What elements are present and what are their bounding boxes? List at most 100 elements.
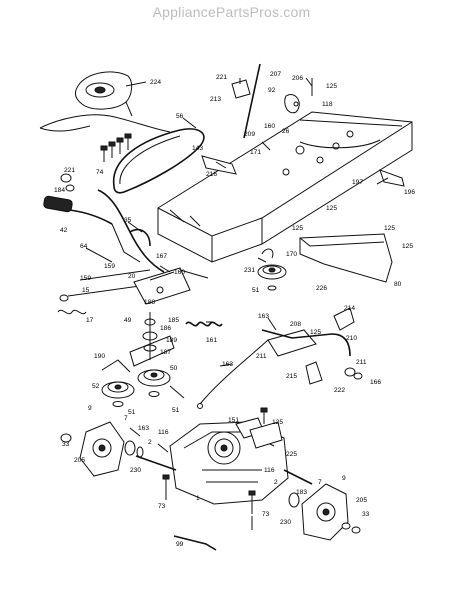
callout-125-f: 125 <box>310 329 321 336</box>
callout-125-b: 125 <box>326 205 337 212</box>
callout-125-e: 125 <box>402 243 413 250</box>
callout-187: 187 <box>160 349 171 356</box>
callout-17: 17 <box>86 317 94 324</box>
callout-163: 163 <box>258 313 269 320</box>
callout-151: 151 <box>228 417 239 424</box>
callout-33: 33 <box>62 441 70 448</box>
callout-51: 51 <box>252 287 260 294</box>
callout-159-b: 159 <box>104 263 115 270</box>
callout-209: 209 <box>244 131 255 138</box>
callout-166: 166 <box>370 379 381 386</box>
callout-197: 197 <box>352 179 363 186</box>
site-watermark: AppliancePartsPros.com <box>152 4 311 20</box>
callout-99: 99 <box>176 541 184 548</box>
callout-214: 214 <box>344 305 355 312</box>
brake-rod-parts <box>57 269 151 315</box>
callout-215: 215 <box>286 373 297 380</box>
engine-shroud <box>39 71 171 133</box>
callout-190: 190 <box>94 353 105 360</box>
callout-26: 26 <box>282 128 290 135</box>
callout-205-b: 205 <box>356 497 367 504</box>
callout-196: 196 <box>404 189 415 196</box>
callout-216: 216 <box>206 171 217 178</box>
callout-171: 171 <box>250 149 261 156</box>
callout-211-b: 211 <box>356 359 367 366</box>
pulley-50 <box>137 369 171 397</box>
callout-80: 80 <box>394 281 402 288</box>
callout-213: 213 <box>210 96 221 103</box>
callout-leaders <box>85 77 389 453</box>
callout-56: 56 <box>176 113 184 120</box>
callout-170: 170 <box>286 251 297 258</box>
callout-74: 74 <box>96 169 104 176</box>
callout-210: 210 <box>346 335 357 342</box>
callout-35: 35 <box>124 217 132 224</box>
callout-92: 92 <box>268 87 276 94</box>
callout-221: 221 <box>216 74 227 81</box>
front-bracket-80 <box>299 233 393 283</box>
spring-161 <box>185 321 223 327</box>
callout-1: 1 <box>196 495 200 502</box>
callout-51-c: 51 <box>172 407 180 414</box>
drive-belt <box>112 128 205 194</box>
callout-15: 15 <box>82 287 90 294</box>
callout-224: 224 <box>150 79 161 86</box>
callout-7-b: 7 <box>318 479 322 486</box>
callout-207: 207 <box>270 71 281 78</box>
callout-163-b: 163 <box>222 361 233 368</box>
callout-7: 7 <box>124 415 128 422</box>
callout-225: 225 <box>286 451 297 458</box>
left-wheel-hub <box>60 421 144 477</box>
chassis-frame <box>157 111 413 263</box>
callout-184: 184 <box>54 187 65 194</box>
callout-160: 160 <box>264 123 275 130</box>
bolt-set-74 <box>100 133 132 162</box>
callout-211: 211 <box>256 353 267 360</box>
callout-labels: 224 56 221 213 207 206 125 92 118 160 26… <box>54 71 415 548</box>
callout-222: 222 <box>334 387 345 394</box>
callout-20: 20 <box>128 273 136 280</box>
top-small-parts <box>60 63 313 192</box>
callout-208: 208 <box>290 321 301 328</box>
callout-42: 42 <box>60 227 68 234</box>
pulley-52 <box>101 359 135 407</box>
callout-9: 9 <box>88 405 92 412</box>
callout-161: 161 <box>206 337 217 344</box>
callout-125-c: 125 <box>292 225 303 232</box>
callout-189: 189 <box>166 337 177 344</box>
callout-143: 143 <box>192 145 203 152</box>
callout-226: 226 <box>316 285 327 292</box>
callout-163-c: 163 <box>138 425 149 432</box>
callout-185: 185 <box>168 317 179 324</box>
callout-2-b: 2 <box>274 479 278 486</box>
callout-49: 49 <box>124 317 132 324</box>
callout-159: 159 <box>80 275 91 282</box>
pivot-bracket-188 <box>133 267 209 305</box>
pedal-arm-assembly <box>43 189 165 273</box>
callout-116-b: 116 <box>264 467 275 474</box>
callout-230-b: 230 <box>280 519 291 526</box>
callout-64: 64 <box>80 243 88 250</box>
hardware-bolts <box>162 407 283 551</box>
callout-52: 52 <box>92 383 100 390</box>
right-wheel-hub <box>288 483 361 541</box>
idler-pulley-231 <box>257 248 287 291</box>
callout-9-b: 9 <box>342 475 346 482</box>
callout-167: 167 <box>156 253 167 260</box>
callout-33-b: 33 <box>362 511 370 518</box>
callout-2: 2 <box>148 439 152 446</box>
callout-183: 183 <box>296 489 307 496</box>
brake-pedal-assembly <box>197 307 363 409</box>
callout-221-lower: 221 <box>64 167 75 174</box>
callout-51-b: 51 <box>128 409 136 416</box>
callout-50: 50 <box>170 365 178 372</box>
callout-118: 118 <box>322 101 333 108</box>
callout-160-b: 160 <box>174 269 185 276</box>
callout-125-d: 125 <box>384 225 395 232</box>
callout-125-g: 125 <box>272 419 283 426</box>
callout-230: 230 <box>130 467 141 474</box>
callout-231: 231 <box>244 267 255 274</box>
callout-125: 125 <box>326 83 337 90</box>
callout-188: 188 <box>144 299 155 306</box>
